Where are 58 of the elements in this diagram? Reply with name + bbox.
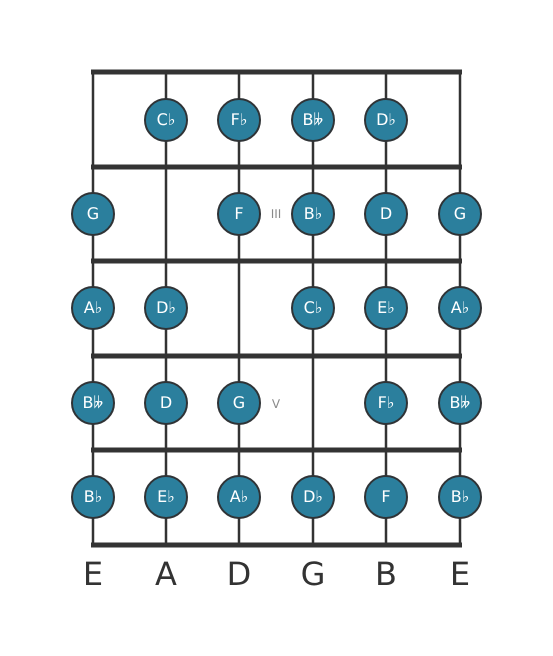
note-name: D♭ bbox=[376, 112, 396, 128]
note-circle bbox=[291, 286, 335, 330]
note-circle bbox=[364, 192, 408, 236]
note-circle bbox=[71, 475, 115, 519]
note-circle bbox=[438, 475, 482, 519]
note-circle bbox=[438, 192, 482, 236]
note-circle bbox=[438, 286, 482, 330]
note-name: B♭ bbox=[304, 206, 322, 222]
string-name: E bbox=[450, 558, 470, 590]
string-name: D bbox=[226, 558, 252, 590]
note-circle bbox=[144, 475, 188, 519]
note-circle bbox=[291, 98, 335, 142]
note-circle bbox=[217, 475, 261, 519]
note-name: D♭ bbox=[156, 300, 176, 316]
note-name: D♭ bbox=[303, 489, 323, 505]
note-name: E♭ bbox=[157, 489, 175, 505]
note-circle bbox=[217, 192, 261, 236]
note-circle bbox=[71, 286, 115, 330]
note-name: F♭ bbox=[230, 112, 248, 128]
fret-number: V bbox=[272, 398, 280, 410]
note-name: G bbox=[86, 206, 100, 222]
string-name: G bbox=[300, 558, 326, 590]
note-name: A♭ bbox=[450, 300, 470, 316]
note-name: E♭ bbox=[377, 300, 395, 316]
note-name: D bbox=[380, 206, 392, 222]
note-circle bbox=[291, 475, 335, 519]
note-circle bbox=[217, 98, 261, 142]
note-name: B𝄫 bbox=[82, 395, 104, 411]
note-name: A♭ bbox=[84, 300, 102, 316]
note-circle bbox=[144, 381, 188, 425]
note-circle bbox=[438, 381, 482, 425]
note-name: C♭ bbox=[156, 112, 176, 128]
string-name: A bbox=[155, 558, 177, 590]
note-name: B𝄫 bbox=[450, 395, 470, 411]
note-name: B♭ bbox=[84, 489, 102, 505]
fret-number: III bbox=[270, 208, 282, 220]
string-name: B bbox=[375, 558, 397, 590]
note-circle bbox=[364, 98, 408, 142]
note-name: A♭ bbox=[230, 489, 248, 505]
note-name: F bbox=[381, 489, 391, 505]
note-circle bbox=[217, 381, 261, 425]
note-circle bbox=[364, 381, 408, 425]
note-name: F♭ bbox=[378, 395, 394, 411]
note-circle bbox=[71, 381, 115, 425]
note-name: C♭ bbox=[304, 300, 322, 316]
note-circle bbox=[291, 192, 335, 236]
note-circle bbox=[364, 475, 408, 519]
note-name: G bbox=[454, 206, 466, 222]
note-circle bbox=[144, 98, 188, 142]
note-circle bbox=[364, 286, 408, 330]
note-name: B𝄫 bbox=[302, 112, 324, 128]
note-name: B♭ bbox=[450, 489, 470, 505]
note-circle bbox=[71, 192, 115, 236]
string-name: E bbox=[82, 558, 104, 590]
note-name: D bbox=[160, 395, 172, 411]
note-circle bbox=[144, 286, 188, 330]
note-name: G bbox=[232, 395, 246, 411]
note-name: F bbox=[234, 206, 244, 222]
